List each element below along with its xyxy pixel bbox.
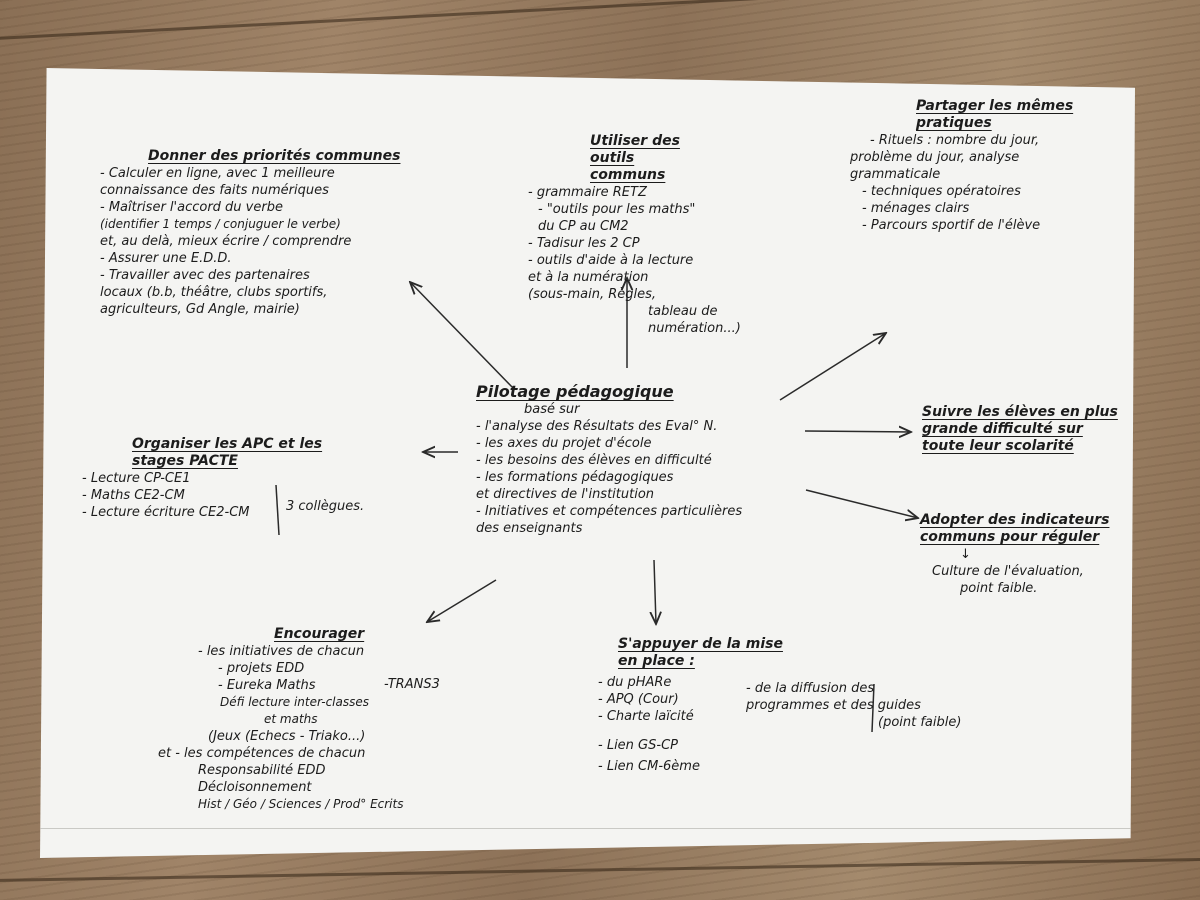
pratiques-line: - ménages clairs: [862, 201, 970, 216]
apc-note: 3 collègues.: [286, 499, 365, 514]
priorites-line: locaux (b.b, théâtre, clubs sportifs,: [100, 285, 328, 300]
paper-sheet: [40, 68, 1135, 858]
appuyer-line: - Charte laïcité: [598, 709, 694, 724]
appuyer-line: - APQ (Cour): [598, 692, 679, 707]
encourager-line: et - les compétences de chacun: [158, 746, 366, 761]
pratiques-line: problème du jour, analyse: [850, 150, 1020, 165]
outils-line: - outils d'aide à la lecture: [528, 253, 694, 268]
appuyer-note: - de la diffusion des programmes et des …: [746, 680, 976, 731]
encourager-line: et maths: [264, 712, 318, 726]
appuyer-note-line: (point faible): [878, 715, 962, 730]
center-line: - Initiatives et compétences particulièr…: [476, 504, 743, 519]
pratiques-line: grammaticale: [850, 167, 941, 182]
priorites-line: agriculteurs, Gd Angle, mairie): [100, 302, 300, 317]
center-line: - les formations pédagogiques: [476, 470, 674, 485]
appuyer-title: S'appuyer de la mise en place :: [618, 636, 783, 669]
appuyer-line: - Lien GS-CP: [598, 738, 678, 753]
node-suivre: Suivre les élèves en plus grande difficu…: [922, 404, 1122, 455]
priorites-line: - Calculer en ligne, avec 1 meilleure: [100, 166, 335, 181]
node-priorites: Donner des priorités communes - Calculer…: [100, 148, 430, 318]
priorites-line: (identifier 1 temps / conjuguer le verbe…: [100, 217, 341, 231]
center-line: basé sur: [524, 402, 580, 417]
center-line: des enseignants: [476, 521, 583, 536]
apc-title: Organiser les APC et les stages PACTE: [132, 436, 323, 469]
node-appuyer: S'appuyer de la mise en place : - du pHA…: [598, 636, 798, 775]
apc-line: - Lecture écriture CE2-CM: [82, 505, 250, 520]
node-outils: Utiliser des outils communs - grammaire …: [528, 133, 778, 337]
priorites-line: - Assurer une E.D.D.: [100, 251, 232, 266]
center-line: - les axes du projet d'école: [476, 436, 652, 451]
outils-line: - grammaire RETZ: [528, 185, 647, 200]
encourager-line: Décloisonnement: [198, 780, 312, 795]
suivre-title: Suivre les élèves en plus grande difficu…: [922, 404, 1118, 454]
priorites-line: et, au delà, mieux écrire / comprendre: [100, 234, 352, 249]
encourager-line: (Jeux (Echecs - Triako...): [208, 729, 366, 744]
encourager-line: - Eureka Maths: [218, 678, 316, 693]
center-line: - l'analyse des Résultats des Eval° N.: [476, 419, 718, 434]
appuyer-line: - du pHARe: [598, 675, 672, 690]
priorites-line: - Travailler avec des partenaires: [100, 268, 310, 283]
outils-line: numération...): [648, 321, 741, 336]
center-line: - les besoins des élèves en difficulté: [476, 453, 712, 468]
appuyer-note-line: - de la diffusion des: [746, 681, 875, 696]
center-node-pilotage: Pilotage pédagogique basé sur - l'analys…: [476, 382, 806, 537]
center-title: Pilotage pédagogique: [476, 382, 674, 401]
apc-line: - Lecture CP-CE1: [82, 471, 191, 486]
encourager-line: Responsabilité EDD: [198, 763, 326, 778]
encourager-note: -TRANS3: [384, 677, 440, 692]
appuyer-note-line: programmes et des guides: [746, 698, 921, 713]
encourager-line: - projets EDD: [218, 661, 305, 676]
pratiques-line: - techniques opératoires: [862, 184, 1021, 199]
outils-line: tableau de: [648, 304, 718, 319]
indicateurs-title: Adopter des indicateurs communs pour rég…: [920, 512, 1110, 545]
priorites-title: Donner des priorités communes: [148, 148, 401, 164]
encourager-line: Hist / Géo / Sciences / Prod° Ecrits: [198, 797, 404, 811]
indicateurs-arrow-down: ↓: [960, 547, 971, 562]
priorites-line: connaissance des faits numériques: [100, 183, 329, 198]
node-apc: Organiser les APC et les stages PACTE - …: [82, 436, 382, 521]
appuyer-line: - Lien CM-6ème: [598, 759, 700, 774]
encourager-line: Défi lecture inter-classes: [220, 695, 370, 709]
pratiques-title: Partager les mêmes pratiques: [916, 98, 1074, 131]
center-line: et directives de l'institution: [476, 487, 655, 502]
indicateurs-line: point faible.: [960, 581, 1038, 596]
indicateurs-line: Culture de l'évaluation,: [932, 564, 1084, 579]
pratiques-line: - Parcours sportif de l'élève: [862, 218, 1041, 233]
encourager-line: - les initiatives de chacun: [198, 644, 365, 659]
node-indicateurs: Adopter des indicateurs communs pour rég…: [920, 512, 1120, 597]
outils-line: - "outils pour les maths": [538, 202, 696, 217]
outils-title: Utiliser des outils communs: [590, 133, 680, 183]
outils-line: du CP au CM2: [538, 219, 629, 234]
node-encourager: Encourager - les initiatives de chacun -…: [158, 626, 478, 813]
pratiques-line: - Rituels : nombre du jour,: [870, 133, 1040, 148]
encourager-title: Encourager: [274, 626, 365, 642]
priorites-line: - Maîtriser l'accord du verbe: [100, 200, 283, 215]
outils-line: - Tadisur les 2 CP: [528, 236, 640, 251]
paper-fold-line: [40, 828, 1135, 829]
outils-line: (sous-main, Règles,: [528, 287, 657, 302]
apc-line: - Maths CE2-CM: [82, 488, 185, 503]
outils-line: et à la numération: [528, 270, 649, 285]
node-pratiques: Partager les mêmes pratiques - Rituels :…: [850, 98, 1120, 234]
